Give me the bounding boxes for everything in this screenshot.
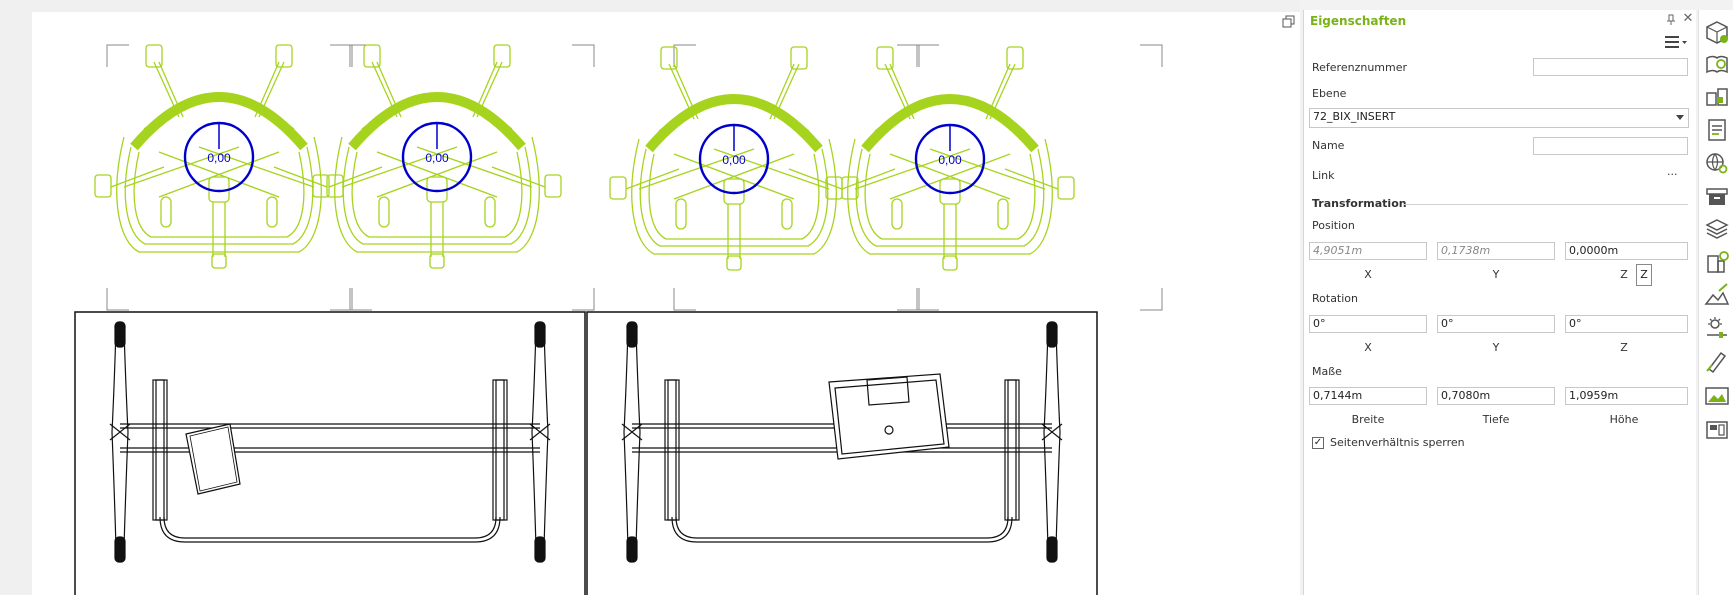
breite-field[interactable]: 0,7144m [1309,387,1427,405]
rotation-label: Rotation [1312,292,1359,305]
masse-label: Maße [1312,365,1342,378]
drawing-viewport[interactable]: 0,00 0,00 0,00 0,00 [0,0,1300,595]
position-z-field[interactable]: 0,0000m [1565,242,1688,260]
selection-bracket [106,44,353,311]
pivot-value: 0,00 [207,151,231,165]
ebene-label: Ebene [1312,87,1347,100]
selection-bracket [916,44,1163,311]
position-axis-z: Z [1620,268,1628,281]
pivot-value: 0,00 [425,151,449,165]
hoehe-label: Höhe [1609,413,1639,426]
ebene-select[interactable]: 72_BIX_INSERT [1309,108,1689,128]
hoehe-field[interactable]: 1,0959m [1565,387,1688,405]
referenznummer-label: Referenznummer [1312,61,1408,74]
sun-slider-icon[interactable] [1703,314,1731,342]
desk-frame [586,311,1098,595]
chair-top-view [609,46,859,271]
laptop-closed [185,423,241,495]
link-more-button[interactable]: ··· [1667,168,1678,181]
pivot-value: 0,00 [722,153,746,167]
cad-drawing[interactable]: 0,00 0,00 0,00 0,00 [32,12,1300,595]
pivot-value: 0,00 [938,153,962,167]
panel-menu-icon[interactable] [1662,34,1688,50]
report-list-icon[interactable] [1703,116,1731,144]
drawing-canvas[interactable]: 0,00 0,00 0,00 0,00 [32,12,1300,595]
position-axis-y: Y [1492,268,1500,281]
rotation-axis-x: X [1364,341,1372,354]
laptop-open [828,373,950,460]
catalog-search-icon[interactable] [1703,50,1731,78]
archive-box-icon[interactable] [1703,182,1731,210]
rotation-x-field[interactable]: 0° [1309,315,1427,333]
objects-icon[interactable] [1703,83,1731,111]
pen-tool-icon[interactable] [1703,347,1731,375]
lock-ratio-checkbox[interactable]: ✓ [1312,437,1324,449]
chair-top-view [312,44,562,269]
referenznummer-field[interactable] [1533,58,1688,76]
rotation-z-field[interactable]: 0° [1565,315,1688,333]
desk-plan-view [74,311,586,595]
tiefe-label: Tiefe [1482,413,1510,426]
lock-ratio-label: Seitenverhältnis sperren [1330,436,1465,449]
desk-frame [74,311,586,595]
position-y-field[interactable]: 0,1738m [1437,242,1555,260]
rotation-axis-y: Y [1492,341,1500,354]
tiefe-field[interactable]: 0,7080m [1437,387,1555,405]
properties-panel: Eigenschaften ✕ Referenznummer Ebene 72_… [1303,10,1696,595]
terrain-edit-icon[interactable] [1703,281,1731,309]
rotation-axis-z: Z [1620,341,1628,354]
layout-icon[interactable] [1703,416,1731,444]
transformation-heading: Transformation [1312,197,1407,210]
link-label: Link [1312,169,1335,182]
desk-plan-view [586,311,1098,595]
axis-tooltip: Z [1636,264,1652,286]
position-axis-x: X [1364,268,1372,281]
rotation-y-field[interactable]: 0° [1437,315,1555,333]
name-field[interactable] [1533,137,1688,155]
right-toolbar [1698,10,1733,595]
restore-window-icon[interactable] [1282,14,1296,28]
position-label: Position [1312,219,1355,232]
chevron-down-icon [1676,115,1684,120]
name-label: Name [1312,139,1345,152]
cube-scan-icon[interactable] [1703,18,1731,46]
pin-icon[interactable] [1666,14,1676,26]
panel-title: Eigenschaften [1310,14,1407,28]
close-icon[interactable]: ✕ [1682,11,1694,26]
ebene-value: 72_BIX_INSERT [1313,110,1396,123]
position-x-field[interactable]: 4,9051m [1309,242,1427,260]
building-settings-icon[interactable] [1703,248,1731,276]
globe-search-icon[interactable] [1703,149,1731,177]
transformation-divider [1404,204,1688,205]
breite-label: Breite [1351,413,1385,426]
landscape-image-icon[interactable] [1703,382,1731,410]
layers-icon[interactable] [1703,215,1731,243]
chair-top-view [825,46,1075,271]
